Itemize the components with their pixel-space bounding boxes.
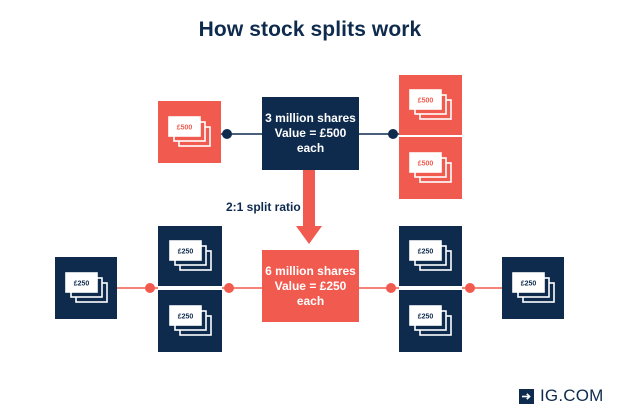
after-split-box-text: 6 million shares Value = £250 each <box>265 263 356 308</box>
banknote-value-label: £250 <box>418 314 434 321</box>
banknote-value-label: £500 <box>418 161 434 168</box>
banknote-stack-icon: £250 <box>65 272 108 303</box>
banknote-value-label: £500 <box>177 125 193 132</box>
banknote-stack-icon: £500 <box>409 89 452 120</box>
connector-dot-icon <box>386 283 396 293</box>
banknote-stack-icon: £500 <box>409 152 452 183</box>
diagram-title: How stock splits work <box>198 18 422 41</box>
after-note-tile: £250 <box>399 226 462 286</box>
after-note-tile: £250 <box>502 257 564 319</box>
banknote-stack-icon: £250 <box>512 272 555 303</box>
banknote-value-label: £250 <box>418 249 434 256</box>
banknote-value-label: £250 <box>521 281 537 288</box>
banknote-face <box>410 241 441 260</box>
banknote-face <box>170 241 201 260</box>
connector-dot-icon <box>388 129 398 139</box>
down-arrow-icon <box>296 170 322 244</box>
banknote-tiles: £500 £500 £500 £250 £250 £250 £250 £250 £250 <box>55 75 564 352</box>
after-note-tile: £250 <box>158 226 222 286</box>
after-split-box <box>262 250 359 322</box>
banknote-stack-icon: £250 <box>409 305 452 336</box>
banknote-face <box>513 273 544 292</box>
banknote-value-label: £250 <box>74 281 90 288</box>
brand-logo: IG.COM <box>519 386 604 406</box>
after-note-tile: £250 <box>55 257 117 319</box>
arrow-box-icon <box>519 388 534 404</box>
connector-dot-icon <box>145 283 155 293</box>
before-note-tile: £500 <box>158 101 221 163</box>
banknote-face <box>169 117 200 136</box>
after-note-tile: £250 <box>399 290 462 352</box>
before-split-box-text: 3 million shares Value = £500 each <box>265 111 356 155</box>
banknote-value-label: £250 <box>178 314 194 321</box>
banknote-face <box>410 153 441 172</box>
banknote-stack-icon: £250 <box>169 240 212 271</box>
connector-dot-icon <box>224 283 234 293</box>
after-note-tile: £250 <box>158 290 222 352</box>
brand-arrow-glyph <box>522 392 531 400</box>
brand-name: IG.COM <box>540 386 604 405</box>
connector-dot-icon <box>222 129 232 139</box>
before-note-tile: £500 <box>399 75 462 135</box>
before-note-tile: £500 <box>399 137 462 199</box>
banknote-stack-icon: £250 <box>409 240 452 271</box>
banknote-value-label: £500 <box>418 98 434 105</box>
banknote-value-label: £250 <box>178 249 194 256</box>
before-split-box <box>262 97 359 170</box>
banknote-face <box>410 90 441 109</box>
banknote-face <box>410 306 441 325</box>
banknote-stack-icon: £500 <box>168 116 211 147</box>
split-ratio-label: 2:1 split ratio <box>226 200 301 214</box>
banknote-face <box>170 306 201 325</box>
banknote-face <box>66 273 97 292</box>
connector-dot-icon <box>465 283 475 293</box>
banknote-stack-icon: £250 <box>169 305 212 336</box>
